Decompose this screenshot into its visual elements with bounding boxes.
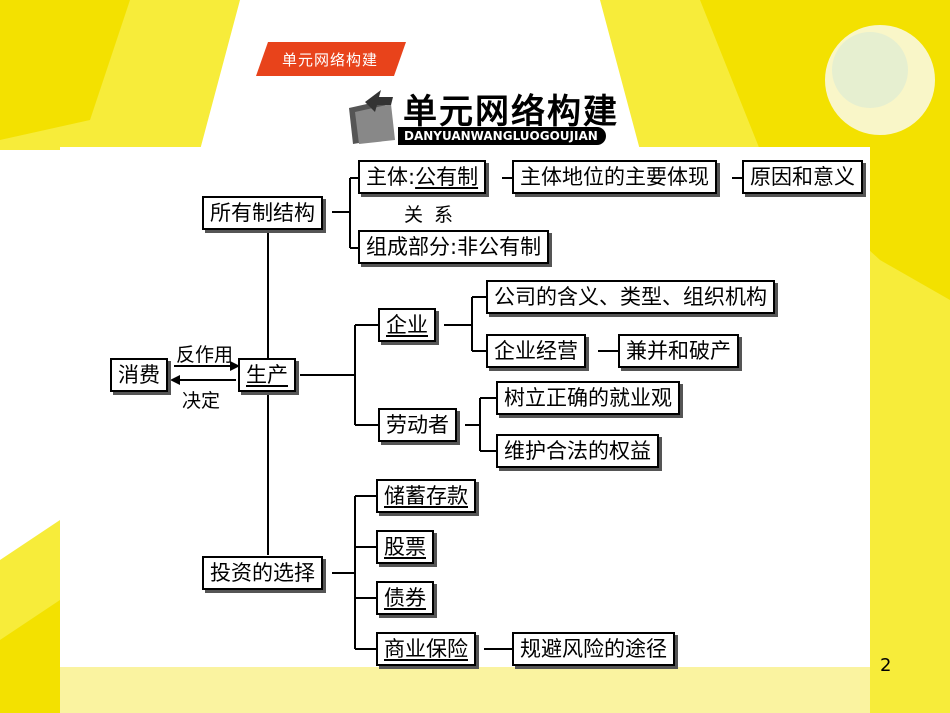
page-number: 2 [880,655,892,676]
node-main-body: 主体:公有制 [358,160,487,194]
node-consume: 消费 [110,358,168,392]
node-savings: 储蓄存款 [376,479,476,513]
node-enterprise-ops: 企业经营 [486,334,586,368]
node-stocks: 股票 [376,530,434,564]
node-laborer: 劳动者 [378,408,457,442]
relation-label-b: 系 [434,204,454,226]
node-ownership: 所有制结构 [202,196,323,230]
page-subtitle: DANYUANWANGLUOGOUJIAN [398,127,606,145]
node-reason: 原因和意义 [742,160,863,194]
header-tab-label: 单元网络构建 [282,51,379,69]
node-enterprise: 企业 [378,308,436,342]
node-company-meaning: 公司的含义、类型、组织机构 [486,280,775,314]
header-tab [256,42,406,76]
node-produce: 生产 [238,358,296,392]
relation-label-a: 关 [404,204,424,226]
node-bonds: 债券 [376,581,434,615]
main-body-value: 公有制 [415,165,479,189]
page-title: 单元网络构建 [403,92,619,132]
node-risk: 规避风险的途径 [512,632,675,666]
edge-label-decide: 决定 [182,390,221,412]
edge-label-reaction: 反作用 [176,344,234,366]
node-investment: 投资的选择 [202,556,323,590]
node-rights: 维护合法的权益 [496,434,659,468]
node-main-status: 主体地位的主要体现 [512,160,717,194]
node-component: 组成部分:非公有制 [358,230,550,264]
node-merger: 兼并和破产 [618,334,739,368]
folder-arrow-icon [349,90,395,144]
node-insurance: 商业保险 [376,632,476,666]
node-employment: 树立正确的就业观 [496,381,680,415]
main-body-prefix: 主体: [366,165,416,189]
